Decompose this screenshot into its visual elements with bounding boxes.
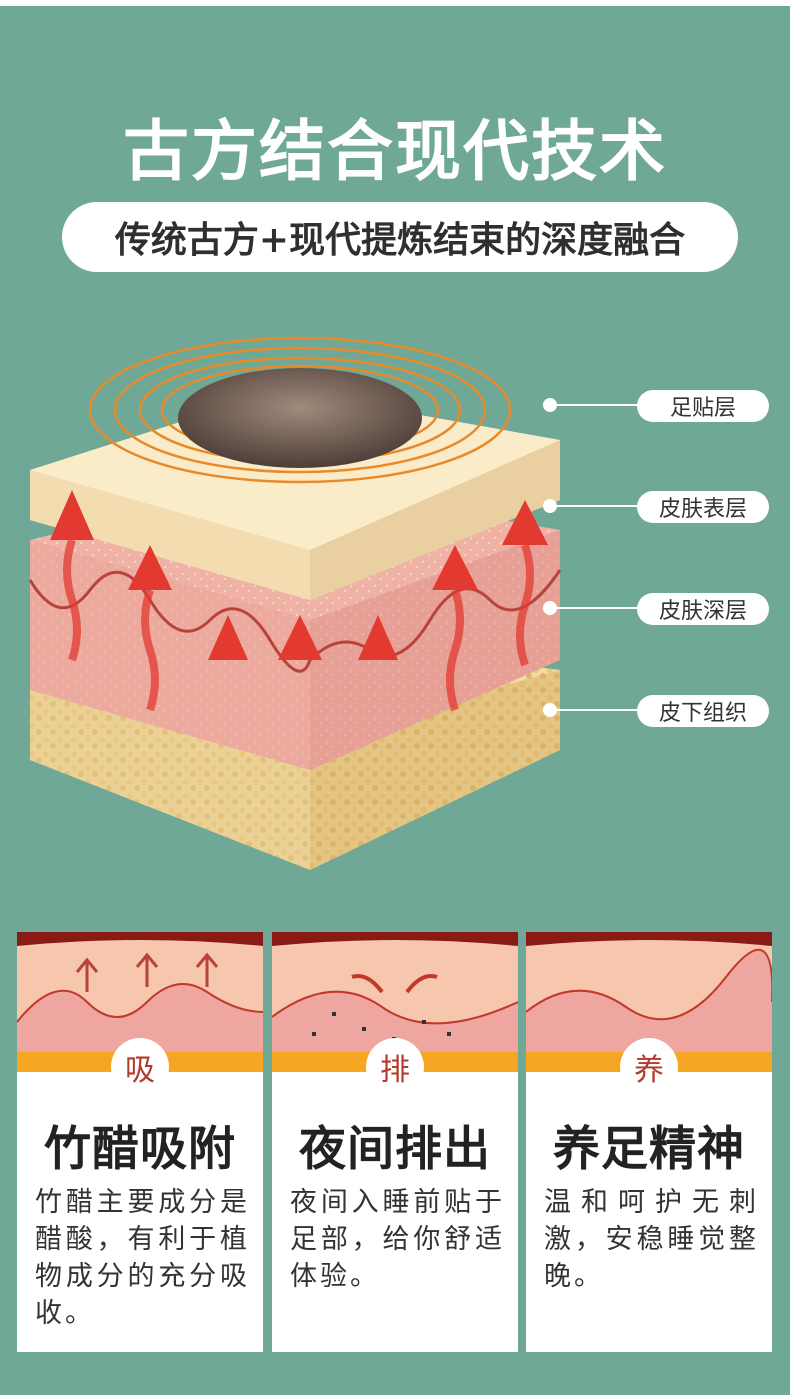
card-body-absorb: 竹醋主要成分是醋酸，有利于植物成分的充分吸收。 — [35, 1187, 250, 1329]
subtitle-pill: 传统古方+现代提炼结束的深度融合 — [62, 202, 738, 272]
page-title: 古方结合现代技术 — [123, 112, 667, 190]
feature-card-nourish: 养 养足精神 温和呵护无刺激，安稳睡觉整晚。 — [526, 932, 772, 1352]
card-title-absorb: 竹醋吸附 — [44, 1122, 236, 1177]
card-title-expel: 夜间排出 — [299, 1122, 491, 1177]
layer-label-dermis: 皮肤深层 — [637, 593, 769, 625]
feature-card-absorb: 吸 竹醋吸附 竹醋主要成分是醋酸，有利于植物成分的充分吸收。 — [17, 932, 263, 1352]
card-illustration-absorb — [17, 932, 263, 1072]
layer-label-epidermis: 皮肤表层 — [637, 491, 769, 523]
card-body-nourish: 温和呵护无刺激，安稳睡觉整晚。 — [544, 1187, 759, 1292]
card-title-nourish: 养足精神 — [553, 1122, 745, 1177]
feature-card-expel: 排 夜间排出 夜间入睡前贴于足部，给你舒适体验。 — [272, 932, 518, 1352]
top-border — [0, 0, 790, 6]
card-body-expel: 夜间入睡前贴于足部，给你舒适体验。 — [290, 1187, 505, 1292]
skin-layers-illustration — [28, 336, 640, 870]
badge-absorb: 吸 — [111, 1038, 169, 1096]
layer-label-subcutaneous: 皮下组织 — [637, 695, 769, 727]
badge-expel: 排 — [366, 1038, 424, 1096]
skin-layer-diagram: 足贴层 皮肤表层 皮肤深层 皮下组织 — [0, 330, 790, 890]
layer-label-foot-patch: 足贴层 — [637, 390, 769, 422]
subtitle-text: 传统古方+现代提炼结束的深度融合 — [114, 219, 686, 261]
badge-nourish: 养 — [620, 1038, 678, 1096]
